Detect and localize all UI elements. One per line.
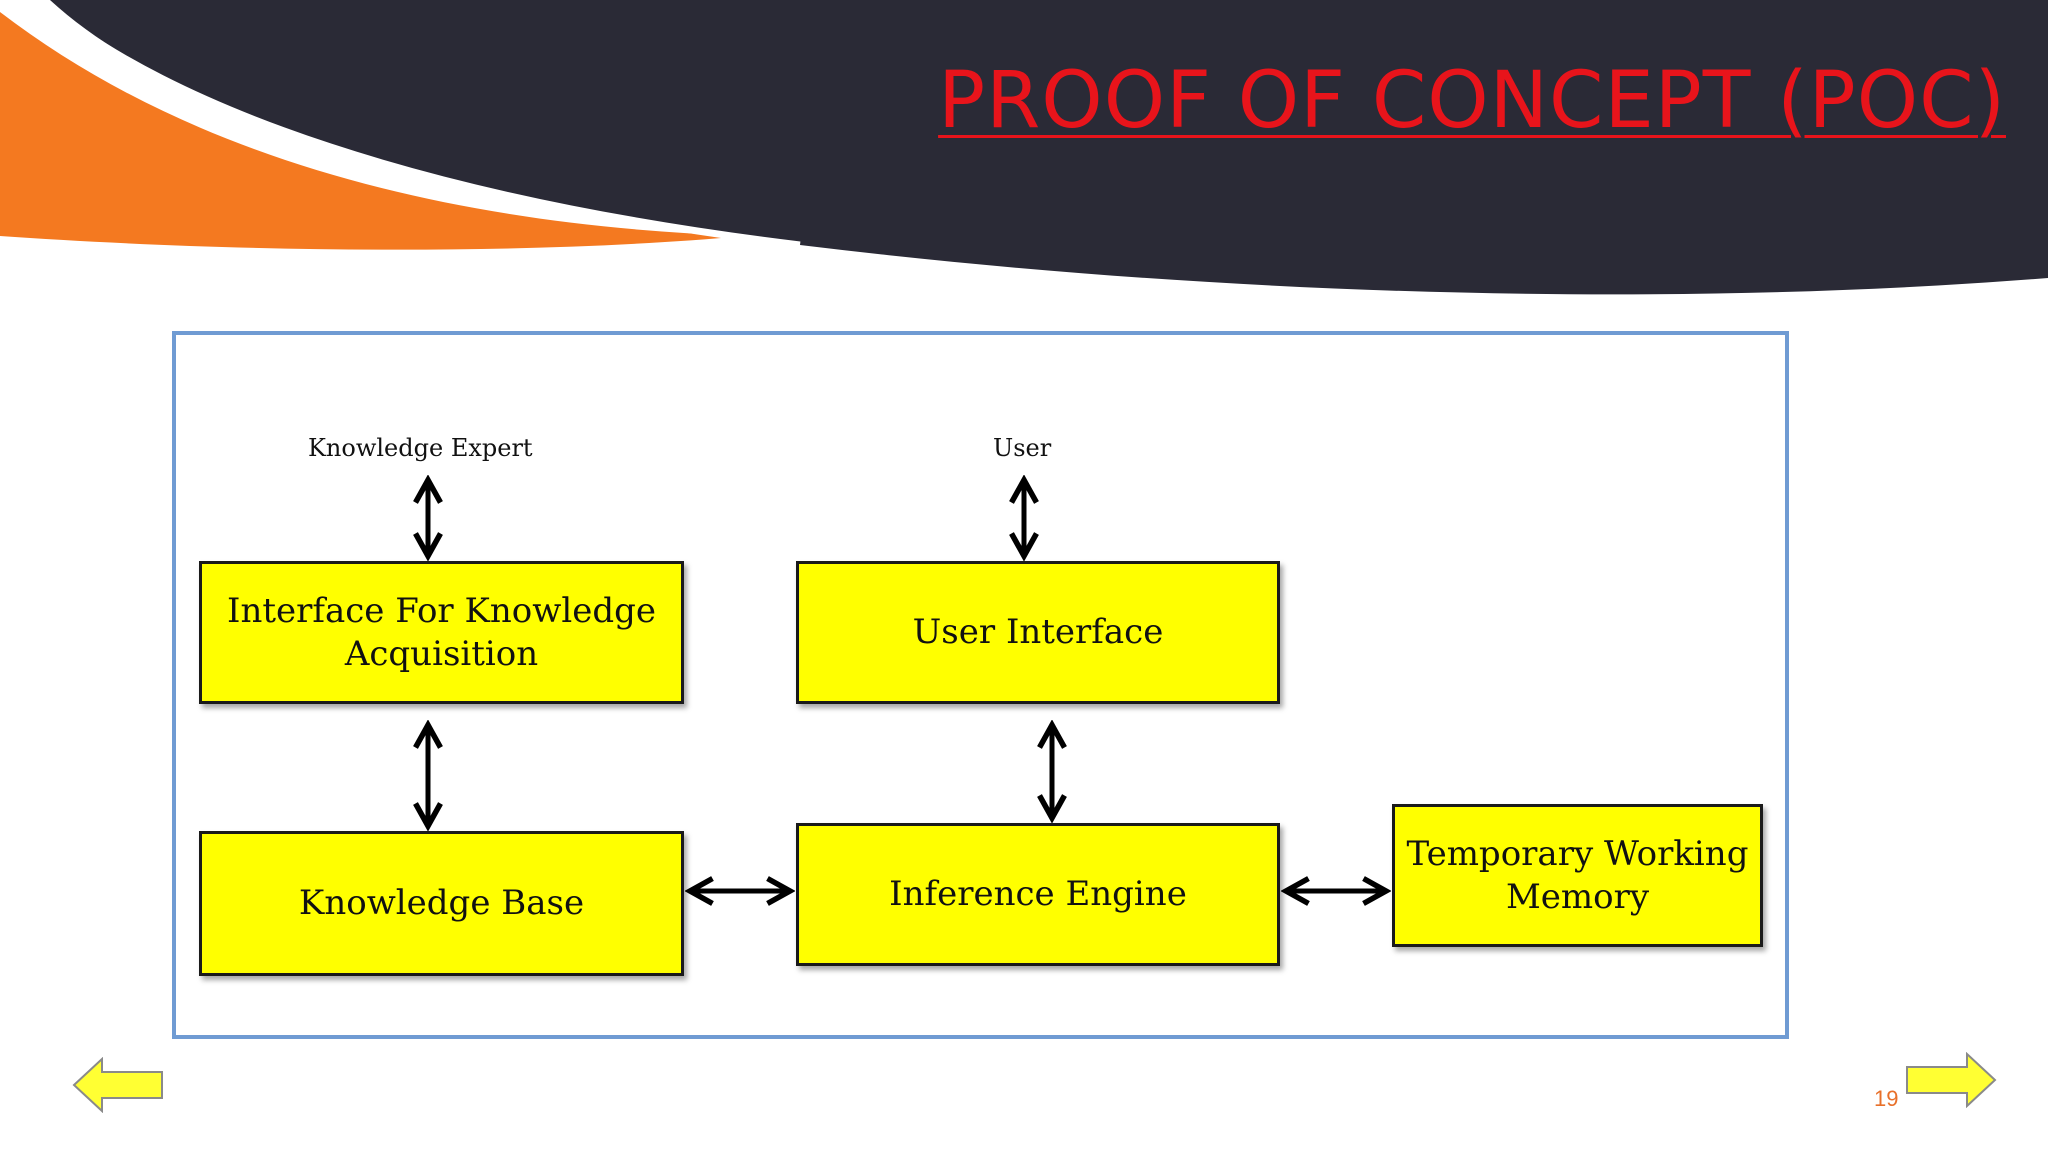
white-swoosh-line bbox=[37, 0, 801, 249]
inference-engine-box: Inference Engine bbox=[796, 823, 1280, 966]
right-arrow-icon[interactable] bbox=[1903, 1052, 1997, 1108]
orange-accent-shape bbox=[0, 12, 745, 250]
knowledge-acquisition-interface-box: Interface For Knowledge Acquisition bbox=[199, 561, 684, 704]
left-arrow-icon[interactable] bbox=[72, 1057, 166, 1113]
temporary-working-memory-box: Temporary Working Memory bbox=[1392, 804, 1763, 947]
page-number: 19 bbox=[1874, 1086, 1899, 1111]
user-interface-box: User Interface bbox=[796, 561, 1280, 704]
user-label: User bbox=[993, 434, 1052, 462]
dark-header-shape bbox=[0, 0, 2048, 295]
knowledge-expert-label: Knowledge Expert bbox=[308, 434, 533, 462]
slide-title: PROOF OF CONCEPT (POC) bbox=[938, 56, 2006, 146]
knowledge-base-box: Knowledge Base bbox=[199, 831, 684, 976]
